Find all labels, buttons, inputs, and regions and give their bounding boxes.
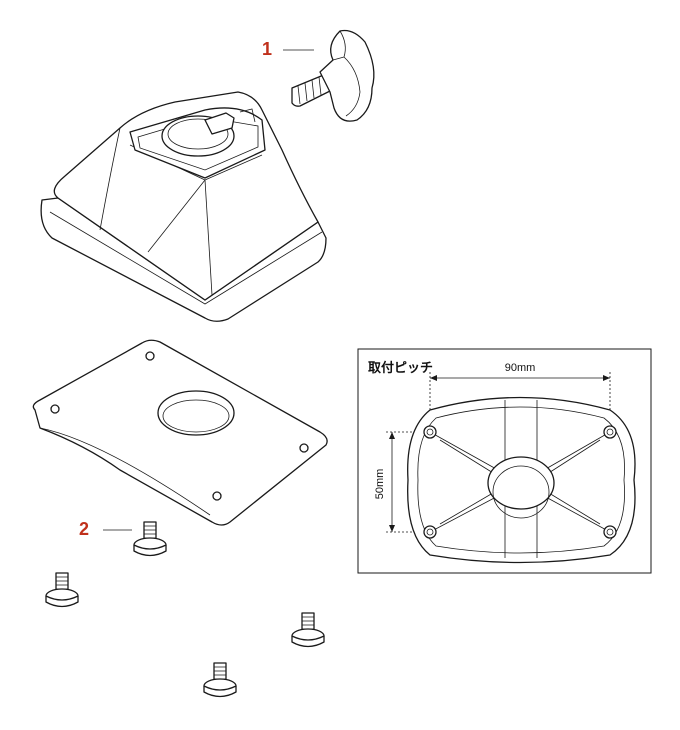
screw-1 <box>103 521 167 557</box>
gasket-plate <box>32 339 328 526</box>
base-housing <box>40 91 327 322</box>
screw-2 <box>45 572 79 608</box>
mounting-pitch-box <box>357 348 652 574</box>
screw-4 <box>203 662 237 698</box>
height-dimension-label: 50mm <box>374 468 386 500</box>
callout-1: 1 <box>262 39 273 59</box>
wing-bolt <box>283 29 375 122</box>
screw-3 <box>291 612 325 648</box>
width-dimension-label: 90mm <box>504 362 536 374</box>
pitch-box-title: 取付ピッチ <box>368 361 434 376</box>
callout-2: 2 <box>79 519 90 539</box>
